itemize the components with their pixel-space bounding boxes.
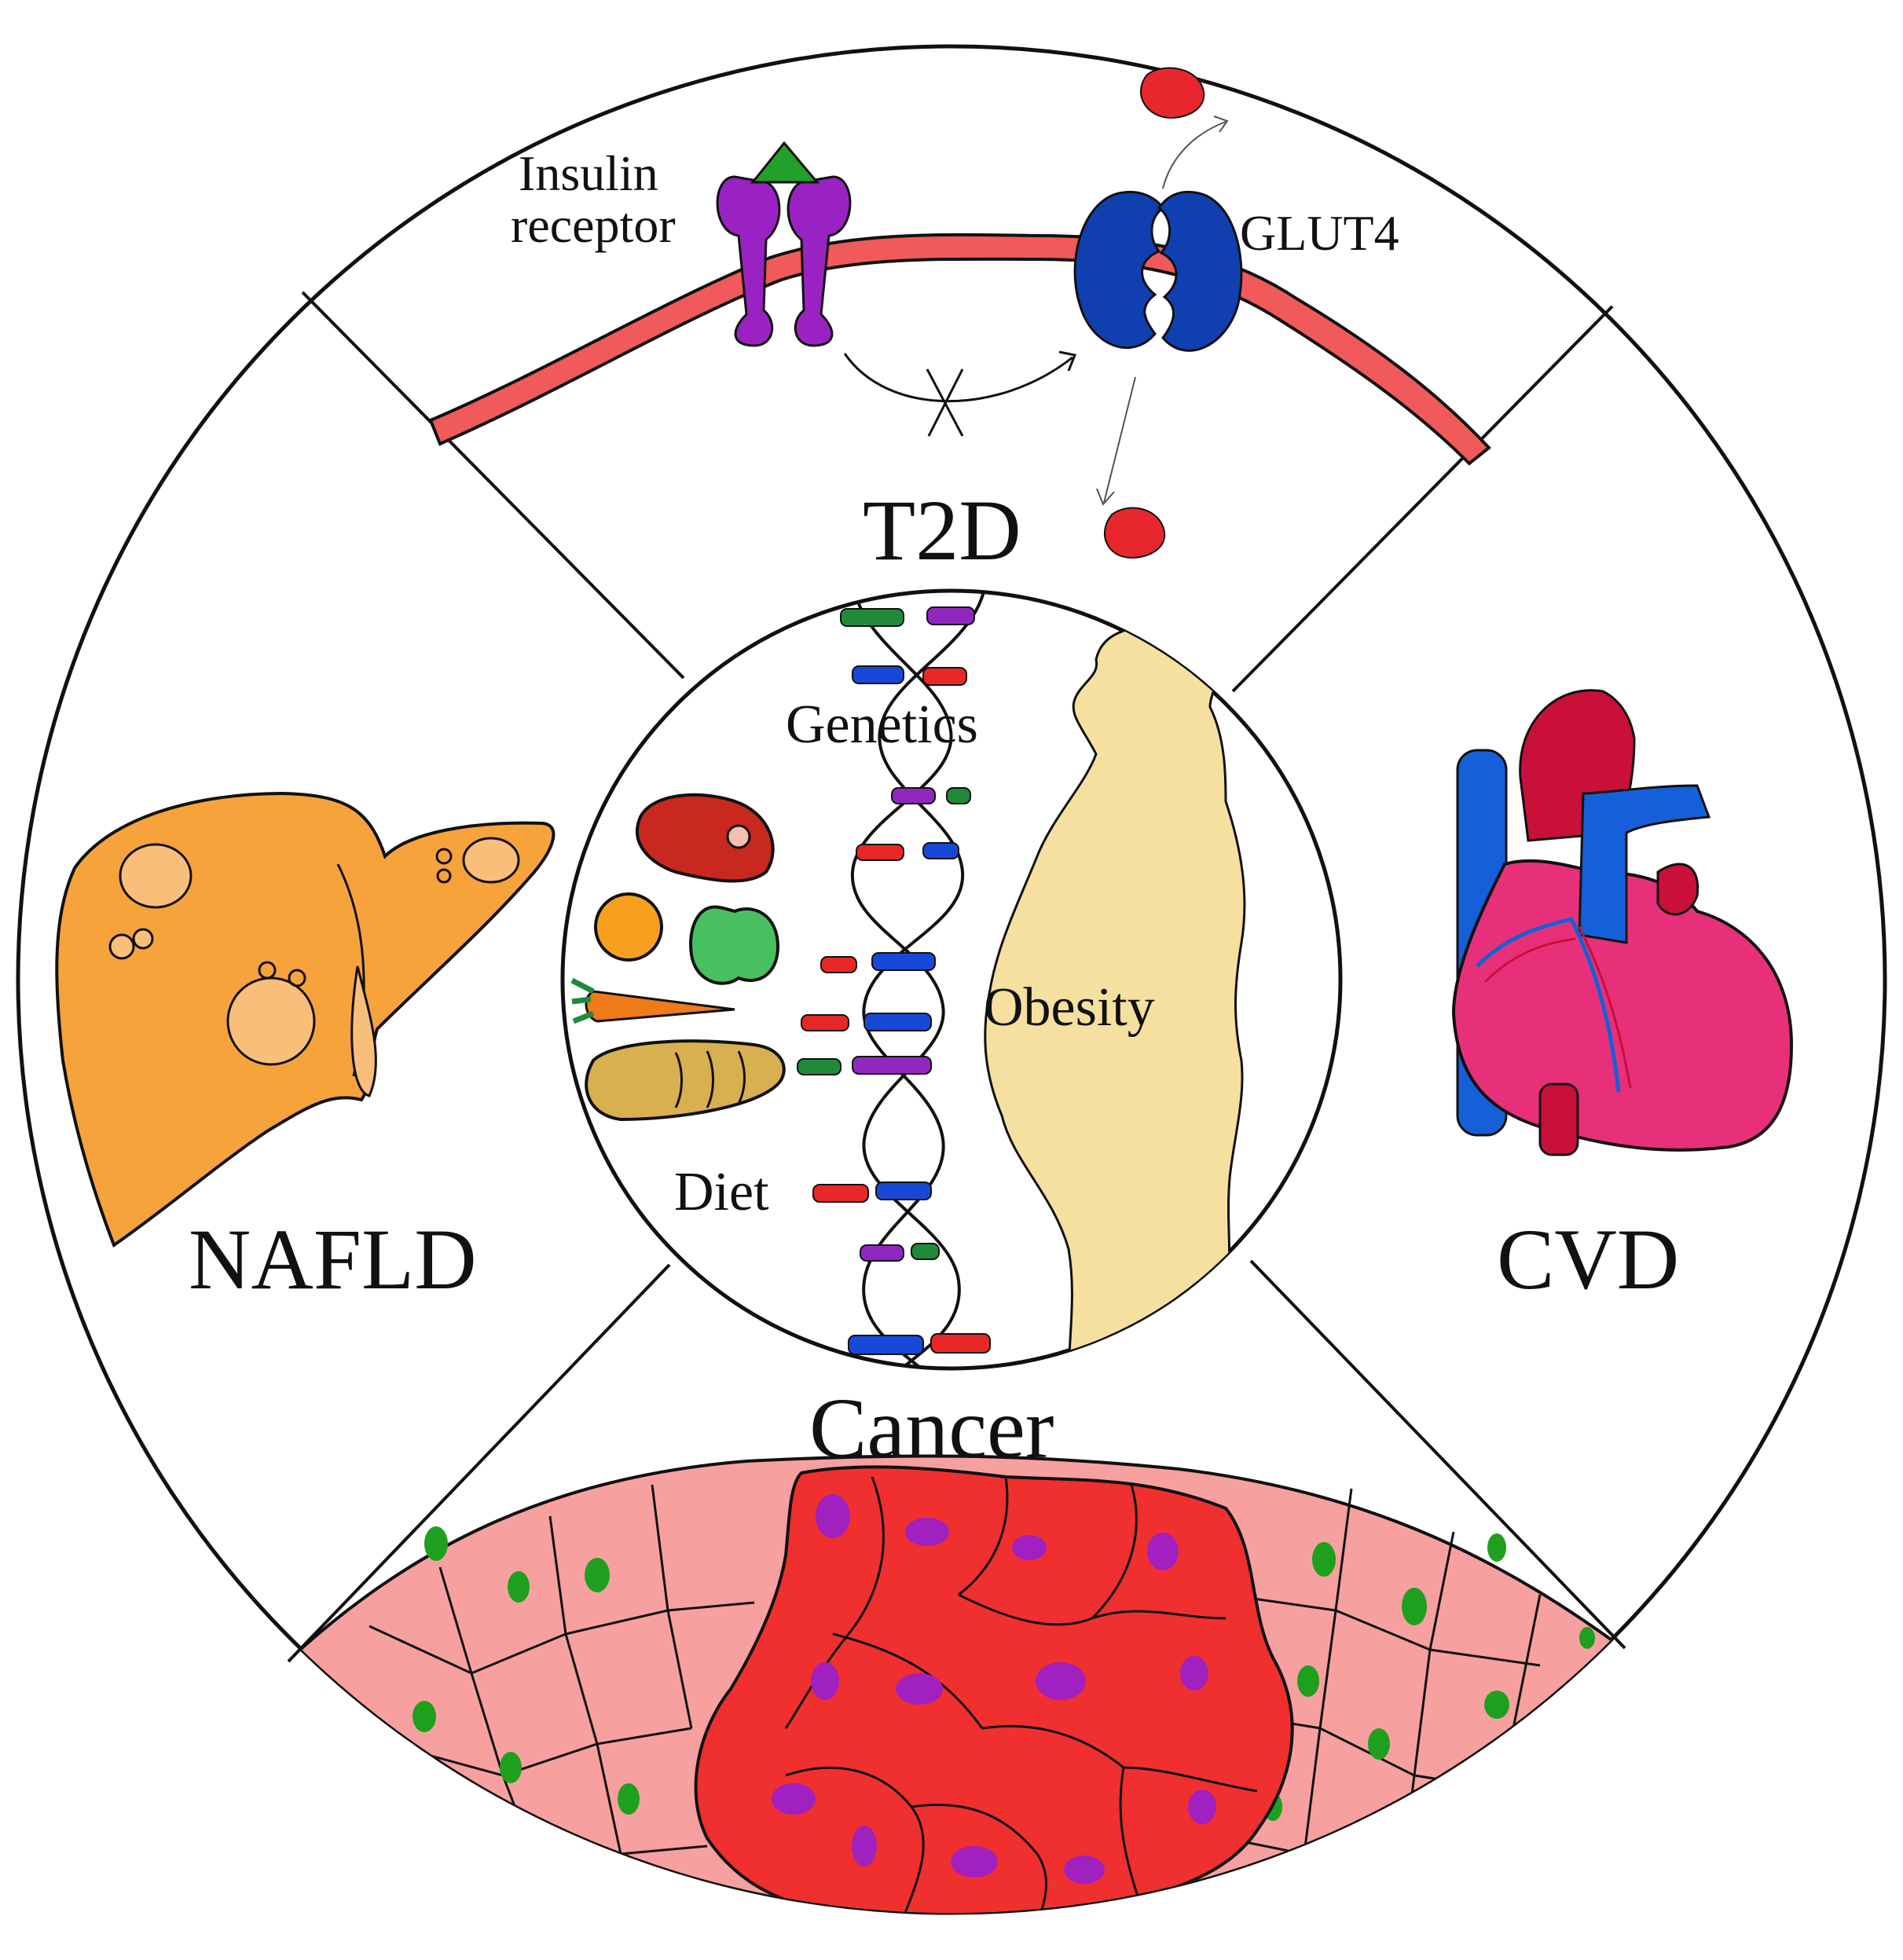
t2d-label: T2D [863, 482, 1021, 578]
normal-nuclei [412, 1526, 1595, 1821]
meat-icon [636, 793, 775, 883]
divider-bottom-left [287, 1263, 671, 1663]
tumor-nuclei [772, 1494, 1216, 1884]
genetics-label: Genetics [786, 694, 978, 755]
carrot-icon [585, 990, 735, 1023]
cancer-section: Cancer [281, 1380, 1632, 1913]
orange-icon [594, 892, 663, 962]
glucose-in-arrow [1162, 121, 1226, 189]
obesity-label: Obesity [984, 977, 1155, 1038]
fat-droplet [462, 837, 520, 884]
divider-top-right [1231, 305, 1614, 693]
glucose-icon [1139, 67, 1205, 119]
glucose-icon [1103, 507, 1166, 559]
glut4-transporter-icon [1073, 190, 1243, 352]
insulin-receptor-label-line1: Insulin [519, 145, 658, 201]
t2d-section: Insulin receptor GLUT4 T2D [428, 67, 1491, 578]
center-circle: Genetics Obesity Diet [560, 588, 1343, 1371]
glucose-out-arrow [1103, 376, 1136, 504]
insulin-receptor-icon [716, 141, 852, 347]
divider-top-left [301, 291, 685, 680]
insulin-receptor-label-line2: receptor [511, 197, 676, 253]
body-silhouette-icon [984, 624, 1246, 1368]
apple-icon [689, 905, 780, 985]
dna-helix-icon [797, 591, 991, 1368]
cvd-label: CVD [1497, 1211, 1679, 1307]
divider-bottom-right [1249, 1259, 1626, 1650]
heart-pulmonary [1578, 784, 1711, 944]
glut4-label: GLUT4 [1240, 205, 1399, 261]
liver-icon [55, 791, 556, 1248]
cvd-section: CVD [1451, 689, 1794, 1307]
fat-droplet [119, 843, 192, 909]
diet-foods [570, 793, 786, 1122]
fat-droplet [226, 976, 316, 1066]
heart-icon [1451, 689, 1794, 1156]
nafld-section: NAFLD [55, 791, 556, 1307]
diet-label: Diet [674, 1162, 769, 1222]
tissue-cells-icon [281, 1454, 1632, 1913]
bread-icon [585, 1039, 786, 1122]
nafld-label: NAFLD [189, 1211, 477, 1307]
insulin-icon [750, 141, 820, 184]
